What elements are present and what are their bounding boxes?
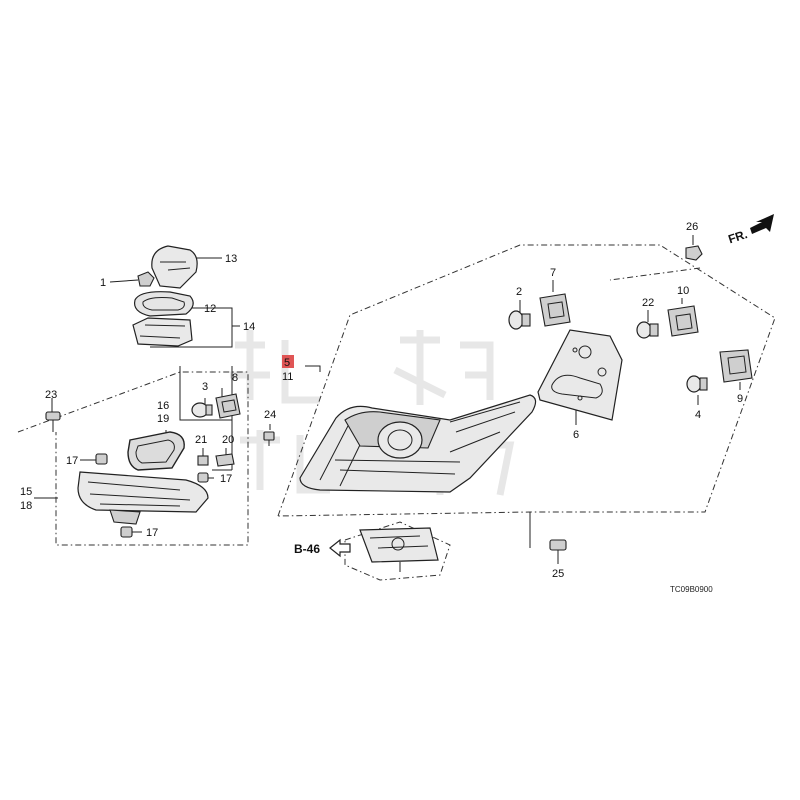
callout-12: 12 [204,303,216,315]
ref-bracket-boundary [344,521,451,581]
callout-26: 26 [686,221,698,233]
figure-code: TC09B0900 [670,585,713,594]
part-1-nut [137,271,155,287]
ref-arrow-icon [329,538,351,558]
tail-light-assembly-boundary [277,244,776,517]
callout-25: 25 [552,568,564,580]
part-15-18-lamp [77,471,209,513]
part-21-spacer [197,455,209,466]
part-14-housing [132,317,193,347]
part-6-gasket-plate [537,329,623,421]
part-26-nut [685,245,703,261]
callout-20: 20 [222,434,234,446]
callout-6: 6 [573,429,579,441]
ref-label: B-46 [294,542,320,556]
part-3-bulb [191,402,213,418]
part-17-clip-a [95,453,108,465]
callout-14: 14 [243,321,255,333]
part-23-bolt [45,411,61,432]
part-7-socket [539,293,571,327]
part-17-clip-b [197,472,209,483]
callout-17a: 17 [66,455,78,467]
callout-16: 16 [157,400,169,412]
part-10-socket [667,305,699,337]
part-4-bulb [686,375,708,393]
part-17-clip-c [120,526,133,538]
callout-21: 21 [195,434,207,446]
callout-4: 4 [695,409,701,421]
part-9-socket [719,349,753,383]
part-13-cover [151,245,198,289]
part-24-screw [263,431,275,446]
callouts: 1 13 12 14 5 11 23 3 8 16 19 24 21 20 17… [20,221,743,580]
callout-18: 18 [20,500,32,512]
front-arrow-icon [750,214,774,234]
callout-5: 5 [284,357,290,369]
callout-24: 24 [264,409,276,421]
part-5-11-tail-light [299,394,537,493]
part-22-bulb [636,321,659,339]
part-25-bolt [549,539,567,556]
front-arrow-label: FR. [726,227,749,246]
callout-17b: 17 [220,473,232,485]
callout-9: 9 [737,393,743,405]
callout-1: 1 [100,277,106,289]
callout-19: 19 [157,413,169,425]
callout-7: 7 [550,267,556,279]
callout-10: 10 [677,285,689,297]
callout-17c: 17 [146,527,158,539]
part-16-19-seal [127,431,185,471]
callout-8: 8 [232,372,238,384]
callout-11: 11 [282,371,293,383]
part-20-clip [215,453,235,467]
callout-3: 3 [202,381,208,393]
callout-2: 2 [516,286,522,298]
ref-bracket [359,527,439,572]
callout-13: 13 [225,253,237,265]
part-2-bulb [508,310,531,330]
highlight-box [282,355,294,368]
callout-22: 22 [642,297,654,309]
part-8-socket [215,393,241,419]
garnish-group-boundary [17,371,249,546]
callout-15: 15 [20,486,32,498]
callout-23: 23 [45,389,57,401]
